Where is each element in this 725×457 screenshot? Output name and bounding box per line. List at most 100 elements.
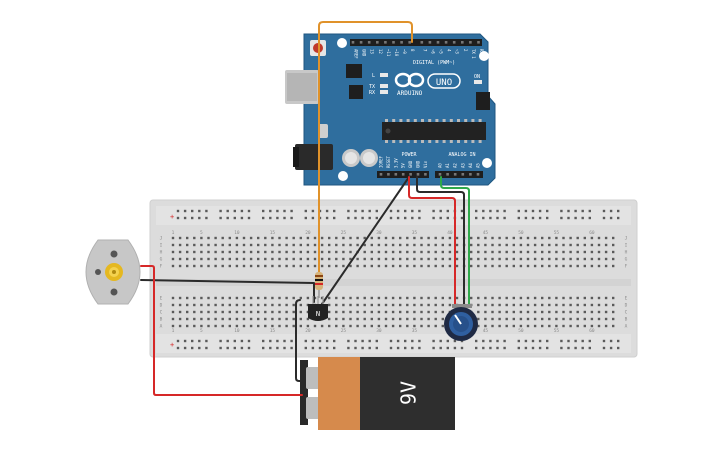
- breadboard-hole: [576, 236, 579, 240]
- breadboard-hole: [434, 250, 437, 254]
- breadboard-hole: [427, 257, 430, 261]
- breadboard-hole: [178, 264, 182, 268]
- digital-pin: [444, 41, 448, 44]
- dc-motor[interactable]: [85, 239, 141, 305]
- breadboard-hole: [420, 264, 423, 268]
- breadboard-rail-hole: [602, 209, 606, 213]
- breadboard-rail-hole: [183, 216, 187, 220]
- chip-pin: [385, 119, 388, 122]
- row-letter-right: H: [625, 250, 628, 256]
- breadboard-hole: [491, 317, 494, 321]
- breadboard-hole: [356, 303, 359, 307]
- breadboard-hole: [370, 296, 373, 300]
- breadboard-rail-hole: [567, 339, 570, 343]
- breadboard-hole: [335, 264, 338, 268]
- breadboard-rail-hole: [176, 339, 180, 343]
- breadboard-hole: [335, 243, 338, 247]
- breadboard-rail-hole: [482, 346, 485, 350]
- breadboard-rail-hole: [347, 339, 350, 343]
- chip-pin: [421, 119, 424, 122]
- breadboard-rail-hole: [418, 346, 421, 350]
- breadboard-rail-hole: [247, 339, 251, 343]
- breadboard-hole: [370, 257, 373, 261]
- capacitor: [360, 149, 378, 167]
- breadboard-rail-hole: [375, 216, 378, 220]
- wire-green-a0-pot[interactable]: [440, 176, 470, 307]
- breadboard-hole: [207, 324, 210, 328]
- breadboard-hole: [207, 310, 210, 314]
- breadboard-rail-hole: [198, 216, 201, 220]
- breadboard-hole: [221, 296, 224, 300]
- breadboard-rail-hole: [389, 346, 393, 350]
- breadboard-hole: [178, 296, 182, 300]
- breadboard-hole: [221, 317, 224, 321]
- breadboard-rail-hole: [503, 346, 506, 350]
- breadboard-rail-hole: [496, 209, 499, 213]
- npn-transistor[interactable]: N: [308, 296, 328, 321]
- breadboard-hole: [200, 250, 203, 254]
- wire-red-motor-battery[interactable]: [140, 265, 303, 396]
- breadboard-hole: [541, 250, 544, 254]
- analog-pin-header[interactable]: [435, 171, 483, 178]
- breadboard-hole: [420, 317, 423, 321]
- breadboard-hole: [356, 236, 359, 240]
- breadboard-hole: [420, 296, 423, 300]
- wire-orange-pin9-resistor[interactable]: [318, 21, 413, 279]
- power-pin-label: RESET: [386, 155, 391, 168]
- digital-pin-label: ~10: [394, 49, 399, 57]
- wire-black-motor-collector[interactable]: [140, 279, 315, 303]
- breadboard-hole: [420, 243, 423, 247]
- digital-pin-header[interactable]: [350, 39, 482, 46]
- breadboard-hole: [498, 250, 501, 254]
- row-letter-right: I: [625, 243, 628, 249]
- breadboard-rail-hole: [233, 339, 236, 343]
- column-number-bottom: 35: [412, 328, 418, 334]
- breadboard-hole: [512, 257, 515, 261]
- breadboard-hole: [335, 310, 338, 314]
- breadboard-hole: [604, 257, 608, 261]
- breadboard-hole: [285, 310, 288, 314]
- breadboard-hole: [427, 296, 430, 300]
- breadboard-hole: [533, 296, 537, 300]
- breadboard-rail-hole: [205, 346, 208, 350]
- analog-pin-label: A1: [445, 163, 450, 168]
- breadboard-rail-hole: [191, 216, 194, 220]
- power-pin: [401, 173, 405, 176]
- breadboard-hole: [526, 317, 530, 321]
- wire-red-5v-pot[interactable]: [408, 176, 456, 307]
- wire-black-gnd-pot[interactable]: [416, 176, 465, 307]
- wires[interactable]: [140, 21, 470, 396]
- chip-pin: [392, 140, 396, 143]
- breadboard-hole: [406, 296, 409, 300]
- breadboard-hole: [313, 257, 317, 261]
- wire-black-transistor-battery[interactable]: [295, 299, 303, 382]
- breadboard-rail-hole: [496, 216, 499, 220]
- battery-9v[interactable]: 9V: [300, 357, 455, 430]
- breadboard-hole: [519, 310, 523, 314]
- breadboard-hole: [235, 310, 239, 314]
- breadboard-hole: [356, 296, 359, 300]
- breadboard-hole: [178, 243, 182, 247]
- mounting-hole: [338, 171, 348, 181]
- breadboard-rail-hole: [404, 209, 407, 213]
- chip-pin: [428, 140, 432, 143]
- breadboard-rail-hole: [411, 339, 414, 343]
- digital-pin: [359, 41, 363, 44]
- breadboard-rail-hole: [226, 346, 229, 350]
- breadboard-rail-hole: [475, 339, 478, 343]
- wire-black-gnd-emitter[interactable]: [321, 176, 410, 305]
- resistor[interactable]: [315, 272, 323, 298]
- row-letter-right: A: [625, 324, 628, 330]
- breadboard-rail-hole: [368, 346, 371, 350]
- breadboard-hole: [484, 303, 487, 307]
- breadboard-rail-hole: [503, 209, 506, 213]
- potentiometer[interactable]: [444, 304, 478, 341]
- breadboard-hole: [548, 296, 551, 300]
- breadboard-hole: [519, 317, 523, 321]
- breadboard-rail-hole: [432, 339, 435, 343]
- breadboard-hole: [249, 243, 253, 247]
- breadboard-hole: [505, 310, 508, 314]
